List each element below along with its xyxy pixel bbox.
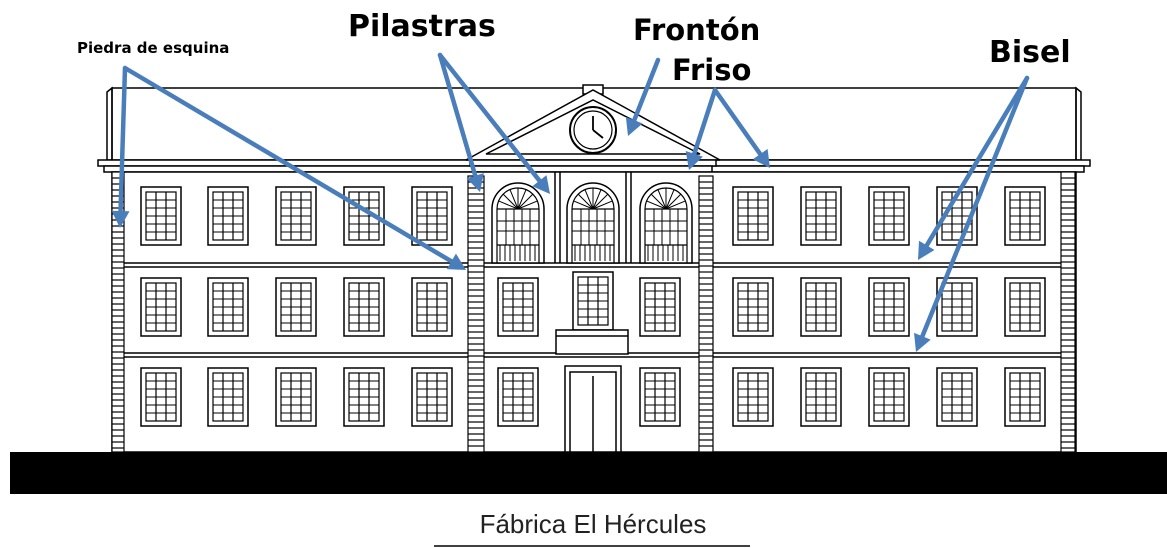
window xyxy=(140,277,182,337)
window xyxy=(207,277,249,337)
arched-window xyxy=(491,182,545,264)
main-door xyxy=(564,365,622,453)
window xyxy=(936,367,978,427)
quoin-column xyxy=(698,175,714,453)
window xyxy=(140,367,182,427)
window xyxy=(572,271,614,331)
window xyxy=(275,367,317,427)
window xyxy=(868,186,910,246)
window xyxy=(497,277,539,337)
central-pilasters xyxy=(554,172,632,263)
annotation-arrows xyxy=(111,52,1030,352)
window xyxy=(732,277,774,337)
window xyxy=(343,367,385,427)
arched-window xyxy=(566,182,620,264)
window xyxy=(275,186,317,246)
arrow xyxy=(122,65,466,270)
window xyxy=(411,277,453,337)
window xyxy=(207,367,249,427)
floor-bands xyxy=(112,262,1076,358)
window xyxy=(275,277,317,337)
caption: Fábrica El Hércules xyxy=(480,509,707,539)
window xyxy=(411,186,453,246)
window xyxy=(639,277,681,337)
window xyxy=(639,367,681,427)
balcony xyxy=(555,329,629,355)
label-pediment: Frontón xyxy=(633,13,760,47)
label-frieze: Friso xyxy=(672,53,751,87)
clock-icon xyxy=(569,106,617,154)
label-bevel: Bisel xyxy=(989,35,1071,70)
arrow xyxy=(111,65,130,228)
window xyxy=(140,186,182,246)
window xyxy=(497,367,539,427)
window xyxy=(732,186,774,246)
label-pilasters: Pilastras xyxy=(348,9,496,44)
arrow xyxy=(914,75,1030,352)
window xyxy=(868,277,910,337)
window xyxy=(800,367,842,427)
window xyxy=(732,367,774,427)
corner-stones xyxy=(111,171,1076,453)
arrow xyxy=(918,75,1030,260)
window xyxy=(1004,186,1046,246)
window xyxy=(800,186,842,246)
arrow xyxy=(685,87,718,170)
arched-window xyxy=(639,182,693,264)
arched-windows xyxy=(491,182,693,264)
window xyxy=(411,367,453,427)
window xyxy=(1004,367,1046,427)
arrow xyxy=(437,52,484,192)
arrow xyxy=(625,57,661,136)
quoin-column xyxy=(111,171,125,453)
arrow xyxy=(712,87,770,168)
quoin-column xyxy=(1060,171,1076,453)
label-corner-stone: Piedra de esquina xyxy=(77,39,229,57)
windows xyxy=(140,186,1046,427)
arrow xyxy=(437,52,550,194)
ground xyxy=(10,452,1167,494)
window xyxy=(207,186,249,246)
quoin-column xyxy=(467,175,485,453)
window xyxy=(868,367,910,427)
window xyxy=(800,277,842,337)
window xyxy=(343,277,385,337)
window xyxy=(1004,277,1046,337)
